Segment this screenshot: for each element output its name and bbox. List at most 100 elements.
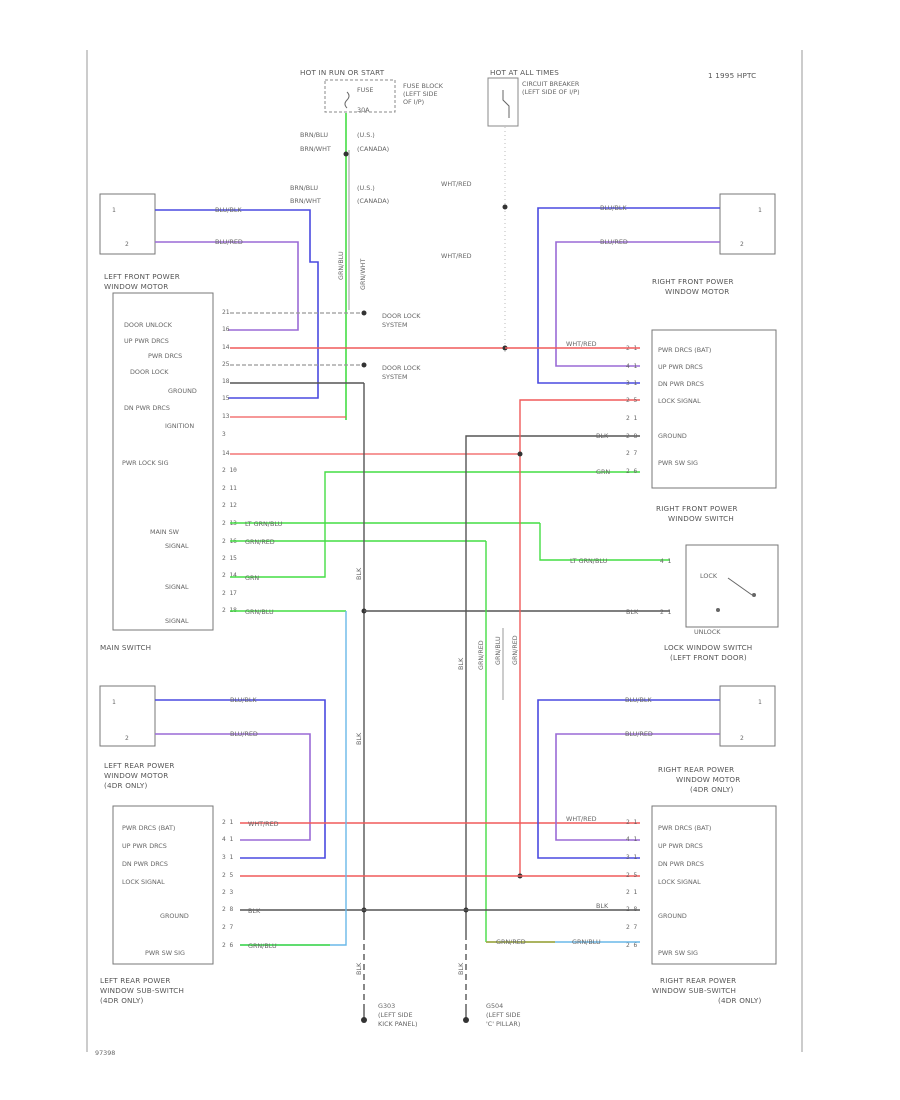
wire-label-blk-v1: BLK — [355, 567, 363, 580]
rf-label-0: PWR DRCS (BAT) — [658, 346, 711, 354]
main-switch-box — [112, 292, 214, 631]
rr-motor-label-2: WINDOW MOTOR — [676, 775, 741, 784]
door-lock-2-b: SYSTEM — [382, 373, 407, 381]
main-pin: 15 — [222, 395, 230, 402]
rr-label-3: LOCK SIGNAL — [658, 878, 701, 886]
fuse-icon — [344, 91, 350, 109]
lr-pin: 2 6 — [222, 942, 233, 949]
wire-lr-blu-blk — [155, 699, 326, 859]
door-lock-2-a: DOOR LOCK — [382, 364, 421, 372]
lr-motor-box — [99, 685, 156, 747]
rf-switch-pins: 2 1 4 1 3 1 2 5 2 1 2 8 2 7 2 6 — [626, 345, 637, 475]
lr-label-2: DN PWR DRCS — [122, 860, 168, 868]
main-pin: 2 14 — [222, 572, 237, 579]
rf-pin: 4 1 — [626, 363, 637, 370]
wire-label-canada-2: (CANADA) — [357, 197, 389, 205]
main-switch-pins: 21 16 14 25 18 15 13 3 14 2 10 2 11 2 12… — [222, 309, 237, 614]
main-pin: 2 17 — [222, 590, 237, 597]
rr-pin: 2 8 — [626, 906, 637, 913]
rr-motor-box — [719, 685, 776, 747]
wire-main-grn — [230, 471, 640, 578]
wire-label-blk-v3: BLK — [355, 962, 363, 975]
lr-motor-pin1: 1 — [112, 699, 116, 706]
rr-switch-label-3: (4DR ONLY) — [718, 996, 761, 1005]
rf-switch-label-1: RIGHT FRONT POWER — [656, 504, 738, 513]
lock-switch-node-2 — [752, 593, 756, 597]
main-switch-label: MAIN SWITCH — [100, 643, 151, 652]
wire-label-lr-wht-red: WHT/RED — [248, 820, 279, 828]
wire-label-lf-blu-red: BLU/RED — [215, 238, 243, 246]
junction-red-1 — [517, 451, 523, 457]
rr-switch-pins: 2 1 4 1 3 1 2 5 2 1 2 8 2 7 2 6 — [626, 819, 637, 949]
rf-motor-pin1: 1 — [758, 207, 762, 214]
rr-switch-label-2: WINDOW SUB-SWITCH — [652, 986, 736, 995]
wire-label-main-grn: GRN — [245, 574, 259, 582]
ground-left-2: (LEFT SIDE — [378, 1011, 413, 1019]
breaker-box — [487, 77, 519, 127]
main-label-pwr-lock-sig: PWR LOCK SIG — [122, 459, 169, 467]
rf-motor-label-2: WINDOW MOTOR — [665, 287, 730, 296]
junction-feed — [343, 151, 349, 157]
page-code: 97398 — [95, 1049, 115, 1057]
main-label-signal-3: SIGNAL — [165, 617, 189, 625]
wire-rr-blu-blk — [537, 699, 720, 859]
rf-pin: 2 5 — [626, 397, 637, 404]
unlock-text: UNLOCK — [694, 628, 721, 636]
ground-right — [463, 1017, 469, 1023]
rf-pin: 2 8 — [626, 433, 637, 440]
wire-label-wht-red-2: WHT/RED — [441, 252, 472, 260]
wire-label-blk-v5: BLK — [457, 962, 465, 975]
lr-label-5: PWR SW SIG — [145, 949, 185, 957]
wire-label-blk-v2: BLK — [355, 732, 363, 745]
lr-switch-box — [112, 805, 214, 965]
wire-rf-blu-red — [555, 241, 720, 367]
wire-label-rr-grn-red: GRN/RED — [496, 938, 526, 946]
wire-blk-right — [465, 435, 640, 1020]
main-label-dn-pwr: DN PWR DRCS — [124, 404, 170, 412]
rr-pin: 2 5 — [626, 872, 637, 879]
ground-left-1: G303 — [378, 1002, 395, 1010]
main-label-ground: GROUND — [168, 387, 197, 395]
wire-label-grn-blu-v2: GRN/BLU — [494, 636, 502, 665]
rr-motor-label-3: (4DR ONLY) — [690, 785, 733, 794]
wire-main-lt-grn-2 — [539, 523, 670, 561]
lr-pin: 2 3 — [222, 889, 233, 896]
rr-label-2: DN PWR DRCS — [658, 860, 704, 868]
lock-text: LOCK — [700, 572, 718, 580]
main-label-signal-2: SIGNAL — [165, 583, 189, 591]
hot-left-label: HOT IN RUN OR START — [300, 68, 385, 77]
wire-label-rf-blk: BLK — [596, 432, 609, 440]
wire-label-wht-red-1: WHT/RED — [441, 180, 472, 188]
lr-motor-pin2: 2 — [125, 735, 129, 742]
lock-switch-label-1: LOCK WINDOW SWITCH — [664, 643, 752, 652]
lf-motor-label-1: LEFT FRONT POWER — [104, 272, 180, 281]
wire-label-lr-blk: BLK — [248, 907, 261, 915]
main-pin: 2 13 — [222, 520, 237, 527]
main-pin: 14 — [222, 450, 230, 457]
rr-label-0: PWR DRCS (BAT) — [658, 824, 711, 832]
rr-label-1: UP PWR DRCS — [658, 842, 703, 850]
wire-label-main-grn-red: GRN/RED — [245, 538, 275, 546]
wire-label-lr-grn-blu: GRN/BLU — [248, 942, 277, 950]
wire-red-vert — [519, 399, 640, 876]
wire-label-canada-top: (CANADA) — [357, 145, 389, 153]
wire-lf-blu-blk — [155, 209, 319, 399]
lf-motor-pin1: 1 — [112, 207, 116, 214]
lr-switch-label-3: (4DR ONLY) — [100, 996, 143, 1005]
main-label-door-lock: DOOR LOCK — [130, 368, 169, 376]
rf-motor-pin2: 2 — [740, 241, 744, 248]
wire-label-rf-blu-red: BLU/RED — [600, 238, 628, 246]
main-pin: 25 — [222, 361, 230, 368]
wire-label-rf-wht-red: WHT/RED — [566, 340, 597, 348]
wire-label-brn-wht-top: BRN/WHT — [300, 145, 331, 153]
lr-pin: 4 1 — [222, 836, 233, 843]
lr-label-4: GROUND — [160, 912, 189, 920]
lr-switch-pins: 2 1 4 1 3 1 2 5 2 3 2 8 2 7 2 6 — [222, 819, 233, 949]
wire-lf-blu-red — [155, 241, 299, 331]
fuse-block-line1: FUSE BLOCK — [403, 82, 444, 90]
lr-motor-label-2: WINDOW MOTOR — [104, 771, 169, 780]
rf-label-1: UP PWR DRCS — [658, 363, 703, 371]
fuse-block-box — [324, 79, 396, 113]
wire-label-usa-2: (U.S.) — [357, 184, 375, 192]
fuse-block-line2: (LEFT SIDE — [403, 90, 438, 98]
